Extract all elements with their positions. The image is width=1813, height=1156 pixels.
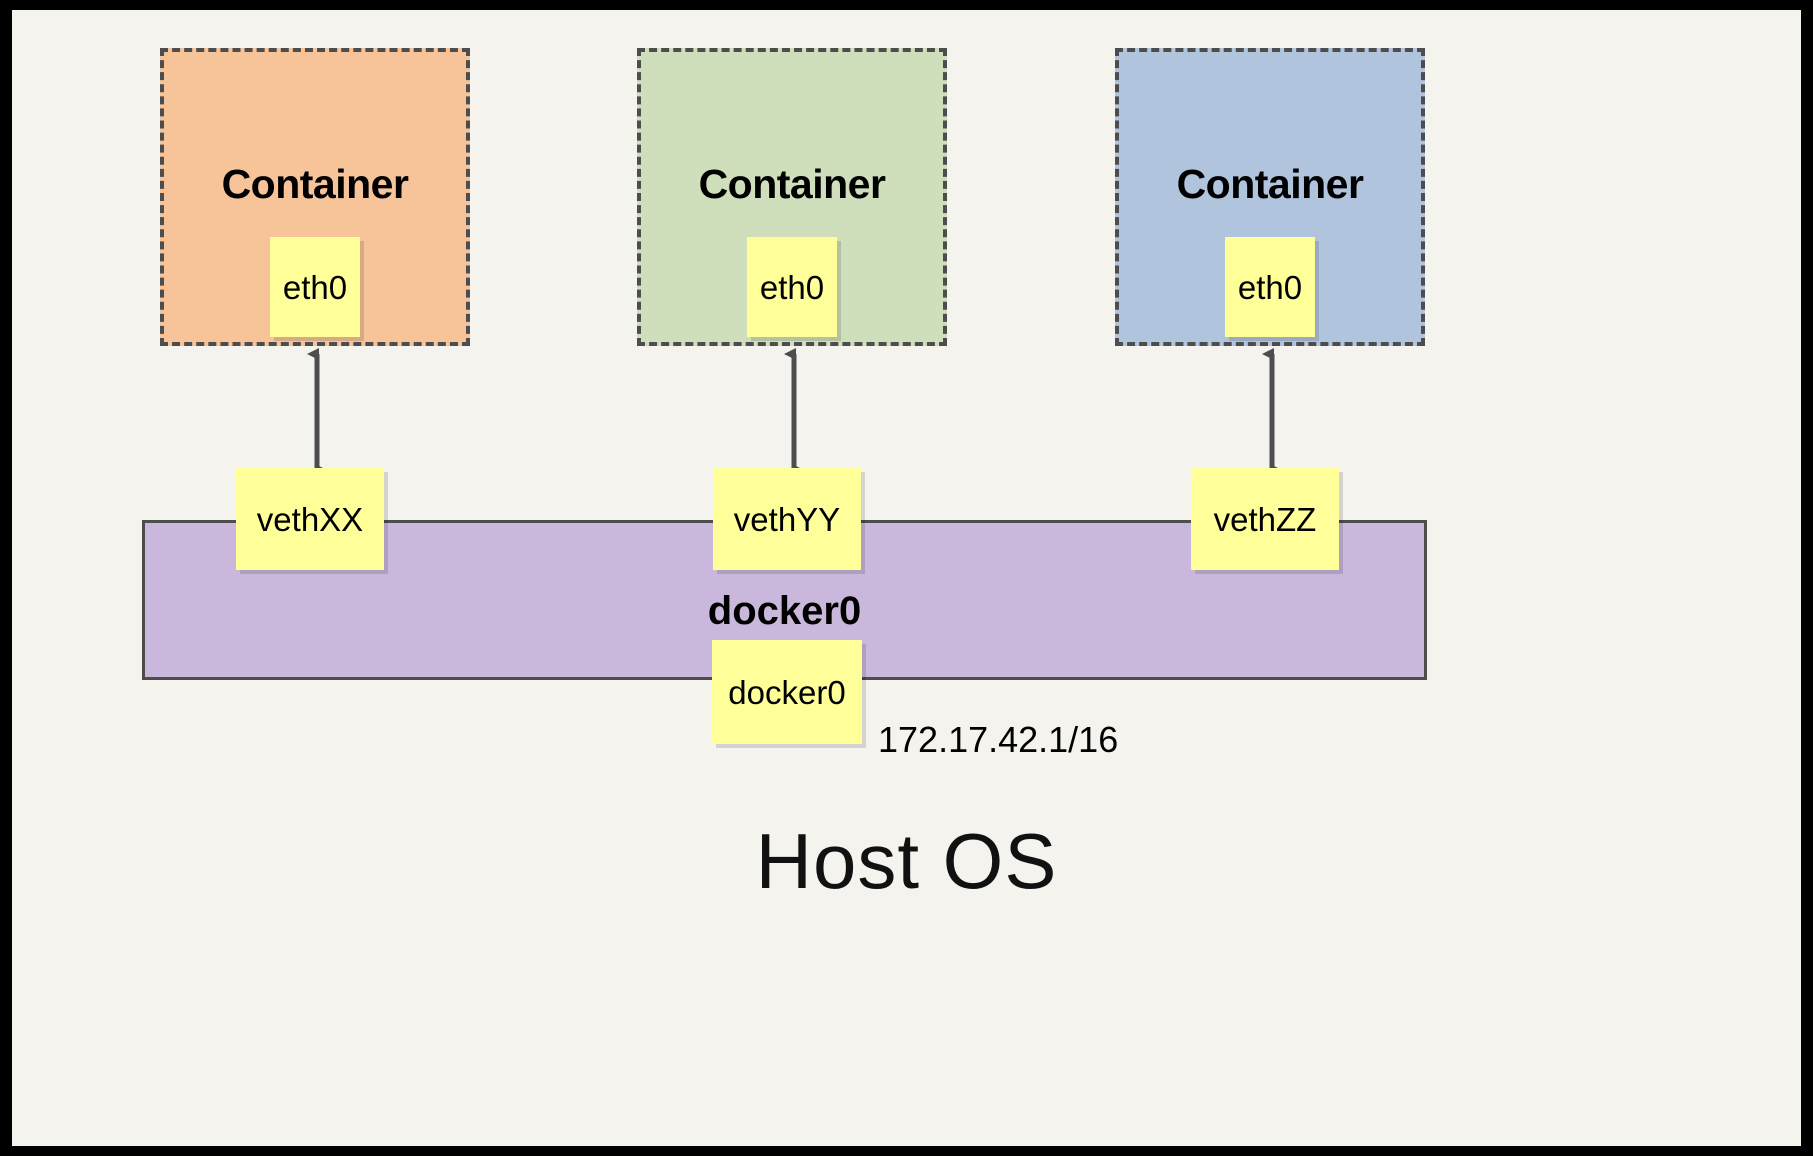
diagram-stage: Container eth0 Container eth0 Container … [12,10,1801,1146]
host-os-label: Host OS [755,817,1058,905]
container-eth0-note-3[interactable]: eth0 [1225,237,1315,337]
container-eth0-note-1[interactable]: eth0 [270,237,360,337]
eth0-label-1: eth0 [282,268,348,306]
veth-note-3[interactable]: vethZZ [1191,468,1339,570]
eth0-label-2: eth0 [759,268,825,306]
veth-label-3: vethZZ [1213,500,1317,538]
container-title-1: Container [221,161,409,207]
veth-note-2[interactable]: vethYY [713,468,861,570]
container-title-2: Container [698,161,886,207]
docker0-bridge-label: docker0 [707,589,862,633]
veth-note-1[interactable]: vethXX [236,468,384,570]
eth0-label-3: eth0 [1237,268,1303,306]
veth-link-arrow-1 [307,348,327,476]
docker0-interface-label: docker0 [728,673,846,711]
docker0-ip-label: 172.17.42.1/16 [878,719,1119,760]
veth-link-arrow-3 [1262,348,1282,476]
veth-label-2: vethYY [733,500,841,538]
container-title-3: Container [1176,161,1364,207]
container-eth0-note-2[interactable]: eth0 [747,237,837,337]
veth-label-1: vethXX [256,500,364,538]
docker0-interface-note[interactable]: docker0 [712,640,862,744]
veth-link-arrow-2 [784,348,804,476]
